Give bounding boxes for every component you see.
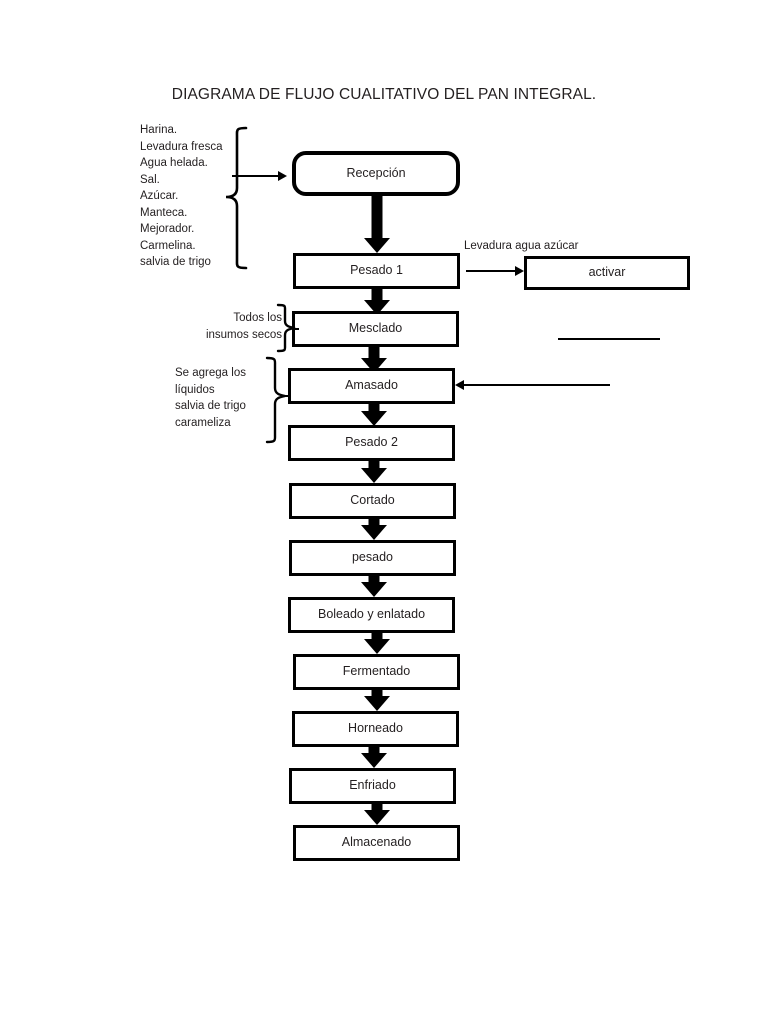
arrow-boleado-to-fermentado <box>351 633 403 654</box>
step-boleado-label: Boleado y enlatado <box>317 607 426 622</box>
ingredient-list: Harina. Levadura fresca Agua helada. Sal… <box>140 124 223 268</box>
step-mesclado[interactable]: Mesclado <box>292 311 459 347</box>
activar-to-amasado-arrowhead <box>455 380 464 390</box>
step-recepcion-label: Recepción <box>346 165 406 180</box>
diagram-title: DIAGRAMA DE FLUJO CUALITATIVO DEL PAN IN… <box>171 86 597 103</box>
step-mesclado-label: Mesclado <box>348 321 403 336</box>
step-horneado-label: Horneado <box>348 721 403 736</box>
step-cortado-label: Cortado <box>350 493 395 508</box>
step-amasado-label: Amasado <box>345 378 398 393</box>
step-boleado[interactable]: Boleado y enlatado <box>288 597 455 633</box>
activar-to-amasado-line <box>462 384 610 386</box>
stray-underline <box>558 338 660 340</box>
step-almacenado-label: Almacenado <box>341 835 412 850</box>
step-pesado2[interactable]: Pesado 2 <box>288 425 455 461</box>
step-fermentado-label: Fermentado <box>342 664 411 679</box>
arrow-pesado3-to-boleado <box>348 576 400 597</box>
step-fermentado[interactable]: Fermentado <box>293 654 460 690</box>
liquids-brace-tick <box>282 395 288 397</box>
step-pesado2-label: Pesado 2 <box>345 435 398 450</box>
arrow-pesado2-to-cortado <box>348 461 400 483</box>
step-pesado3[interactable]: pesado <box>289 540 456 576</box>
liquids-brace <box>264 356 288 444</box>
step-pesado1-label: Pesado 1 <box>350 263 403 278</box>
step-activar[interactable]: activar <box>524 256 690 290</box>
annotation-dry-inputs: Todos los insumos secos <box>205 312 282 341</box>
step-enfriado-label: Enfriado <box>349 778 396 793</box>
ingredients-to-recepcion-line <box>232 175 280 177</box>
pesado1-to-activar-arrowhead <box>515 266 524 276</box>
step-pesado1[interactable]: Pesado 1 <box>293 253 460 289</box>
step-recepcion[interactable]: Recepción <box>292 151 460 196</box>
arrow-horneado-to-enfriado <box>348 747 400 768</box>
dry-inputs-brace-tick <box>293 328 299 330</box>
arrow-cortado-to-pesado3 <box>348 519 400 540</box>
step-cortado[interactable]: Cortado <box>289 483 456 519</box>
step-enfriado[interactable]: Enfriado <box>289 768 456 804</box>
activar-arrow-label: Levadura agua azúcar <box>464 240 579 252</box>
arrow-enfriado-to-almacenado <box>351 804 403 825</box>
annotation-liquids: Se agrega los líquidos salvia de trigo c… <box>175 367 246 429</box>
ingredients-to-recepcion-arrowhead <box>278 171 287 181</box>
arrow-amasado-to-pesado2 <box>348 404 400 426</box>
ingredients-brace <box>222 126 248 270</box>
step-activar-label: activar <box>588 265 626 280</box>
step-amasado[interactable]: Amasado <box>288 368 455 404</box>
step-horneado[interactable]: Horneado <box>292 711 459 747</box>
step-pesado3-label: pesado <box>351 550 393 565</box>
step-almacenado[interactable]: Almacenado <box>293 825 460 861</box>
pesado1-to-activar-line <box>466 270 518 272</box>
arrow-recepcion-to-pesado1 <box>351 196 403 253</box>
arrow-fermentado-to-horneado <box>351 690 403 711</box>
